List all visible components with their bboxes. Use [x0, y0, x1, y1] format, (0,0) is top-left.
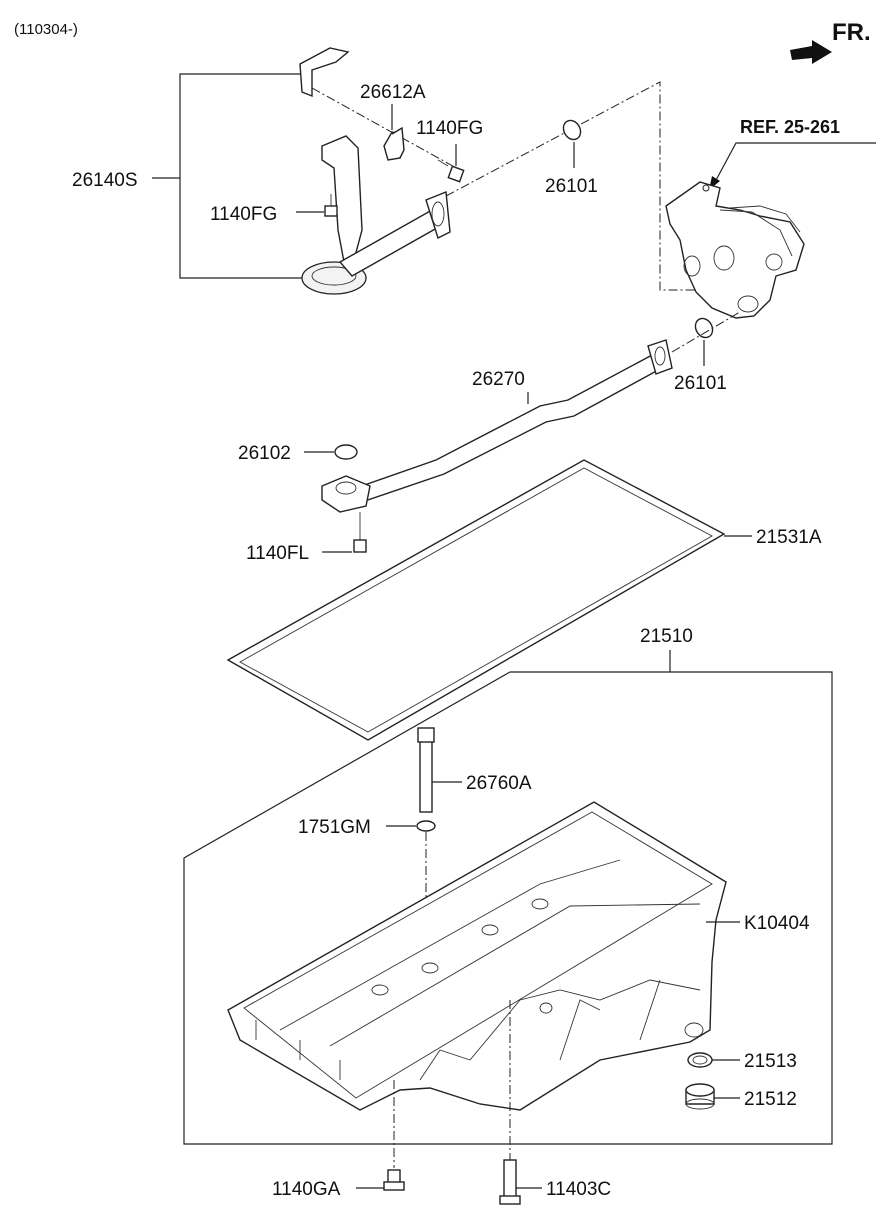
reference-label[interactable]: REF. 25-261: [740, 117, 840, 137]
strainer-pipe-icon: [321, 339, 673, 513]
bracket-icon: [383, 126, 405, 161]
oil-pan-icon: [227, 801, 727, 1111]
dash-gauge-bracket: [311, 87, 461, 171]
bolt-upper-icon: [437, 159, 465, 183]
drain-gasket-icon: [687, 1052, 713, 1068]
label-21512[interactable]: 21512: [744, 1089, 797, 1110]
label-26760A[interactable]: 26760A: [466, 773, 532, 794]
label-11403C[interactable]: 11403C: [546, 1179, 611, 1200]
dash-gauge-pump: [445, 81, 700, 291]
label-1140FG-upper[interactable]: 1140FG: [416, 118, 483, 139]
label-26101-upper[interactable]: 26101: [545, 176, 598, 197]
label-21510[interactable]: 21510: [640, 626, 693, 647]
oring-lower-icon: [694, 317, 714, 339]
label-26612A[interactable]: 26612A: [360, 82, 426, 103]
oil-pump-icon: [665, 181, 805, 319]
oil-level-gauge-icon: [299, 47, 451, 295]
label-26102[interactable]: 26102: [238, 443, 291, 464]
oring-tube-icon: [416, 820, 436, 832]
label-1140GA[interactable]: 1140GA: [272, 1179, 341, 1200]
front-direction-label: FR.: [832, 19, 871, 46]
drain-plug-icon: [685, 1083, 715, 1110]
bolt-lower-icon: [324, 194, 338, 217]
date-code: (110304-): [14, 21, 78, 38]
label-26140S[interactable]: 26140S: [72, 170, 138, 191]
bolt-pan-right-icon: [499, 1159, 521, 1205]
label-26270[interactable]: 26270: [472, 369, 525, 390]
gauge-tube-icon: [417, 727, 435, 813]
dash-pipe-pump: [671, 311, 741, 353]
oil-pan-assy-box: [183, 671, 833, 1145]
label-26101-lower[interactable]: 26101: [674, 373, 727, 394]
pan-gasket-icon: [226, 459, 726, 741]
label-1140FG-lower[interactable]: 1140FG: [210, 204, 277, 225]
label-21531A[interactable]: 21531A: [756, 527, 822, 548]
gasket-small-icon: [334, 444, 358, 460]
label-21513[interactable]: 21513: [744, 1051, 797, 1072]
front-arrow-icon: [790, 40, 832, 64]
reference-leader: [714, 142, 876, 183]
bolt-pan-left-icon: [383, 1169, 405, 1191]
oring-upper-icon: [562, 119, 582, 141]
gauge-assy-bracket: [179, 73, 303, 279]
bolt-strainer-icon: [353, 512, 367, 553]
label-1751GM[interactable]: 1751GM: [298, 817, 371, 838]
label-K10404[interactable]: K10404: [744, 913, 810, 934]
label-1140FL[interactable]: 1140FL: [246, 543, 309, 564]
